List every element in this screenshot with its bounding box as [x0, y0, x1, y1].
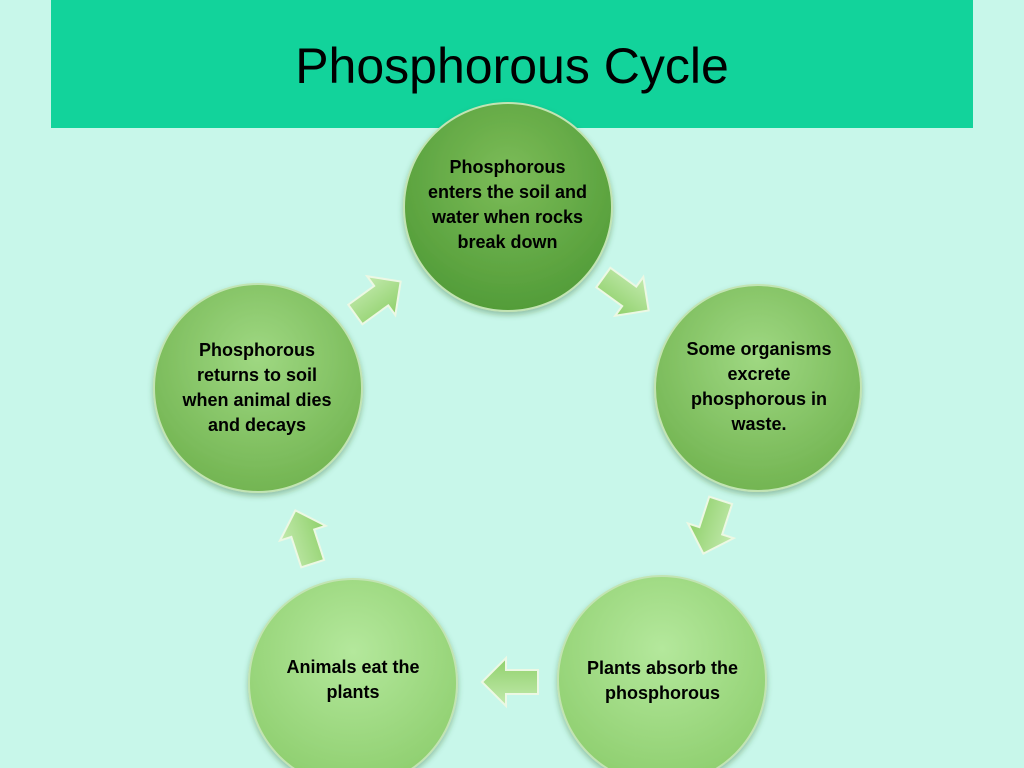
arrow-icon [277, 509, 329, 569]
page-title: Phosphorous Cycle [295, 38, 729, 94]
cycle-step-label: Phosphorous enters the soil and water wh… [427, 156, 588, 252]
cycle-node-animals-eat [248, 578, 458, 768]
arrow-icon [346, 274, 402, 326]
arrow-icon [685, 495, 737, 555]
cycle-step-label: Animals eat the plants [286, 657, 420, 702]
cycle-node-organism-waste [654, 284, 862, 492]
cycle-node-rock-weathering [403, 102, 613, 312]
arrow-icon [594, 266, 650, 318]
arrow-icon [480, 655, 539, 709]
cycle-node-plants-absorb [557, 575, 767, 768]
cycle-step-label: Plants absorb the phosphorous [586, 658, 739, 703]
cycle-node-decay [153, 283, 363, 493]
cycle-step-label: Some organisms excrete phosphorous in wa… [686, 339, 832, 434]
cycle-step-label: Phosphorous returns to soil when animal … [182, 340, 332, 435]
